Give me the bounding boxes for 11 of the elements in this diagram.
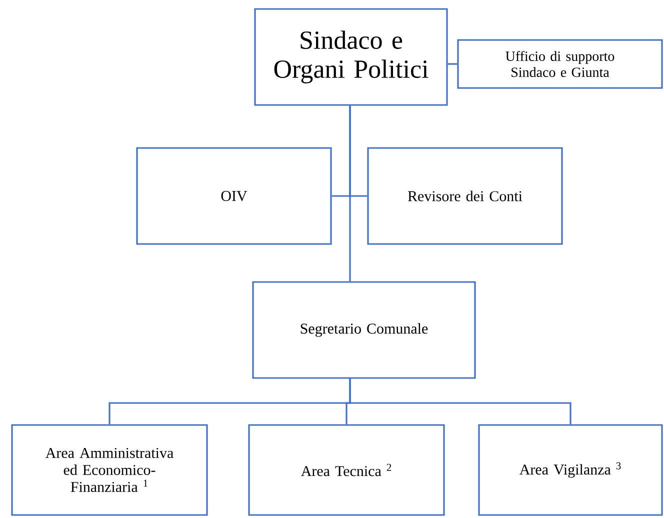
connector-line [349,378,572,424]
org-box: Area Tecnica $^{2}$ [248,424,445,516]
org-box: Revisore dei Conti [367,147,563,245]
org-box: Ufficio di supporto Sindaco e Giunta [457,39,663,89]
org-box: Sindaco e Organi Politici [254,8,448,106]
org-box: OIV [136,147,332,245]
org-box: Segretario Comunale [252,281,476,379]
connector-line [349,106,351,282]
connector-line [448,63,458,65]
org-box: Area Amministrativa ed Economico-Finanziaria $^{1}$ [11,424,208,516]
org-box: Area Vigilanza $^{3}$ [478,424,663,516]
